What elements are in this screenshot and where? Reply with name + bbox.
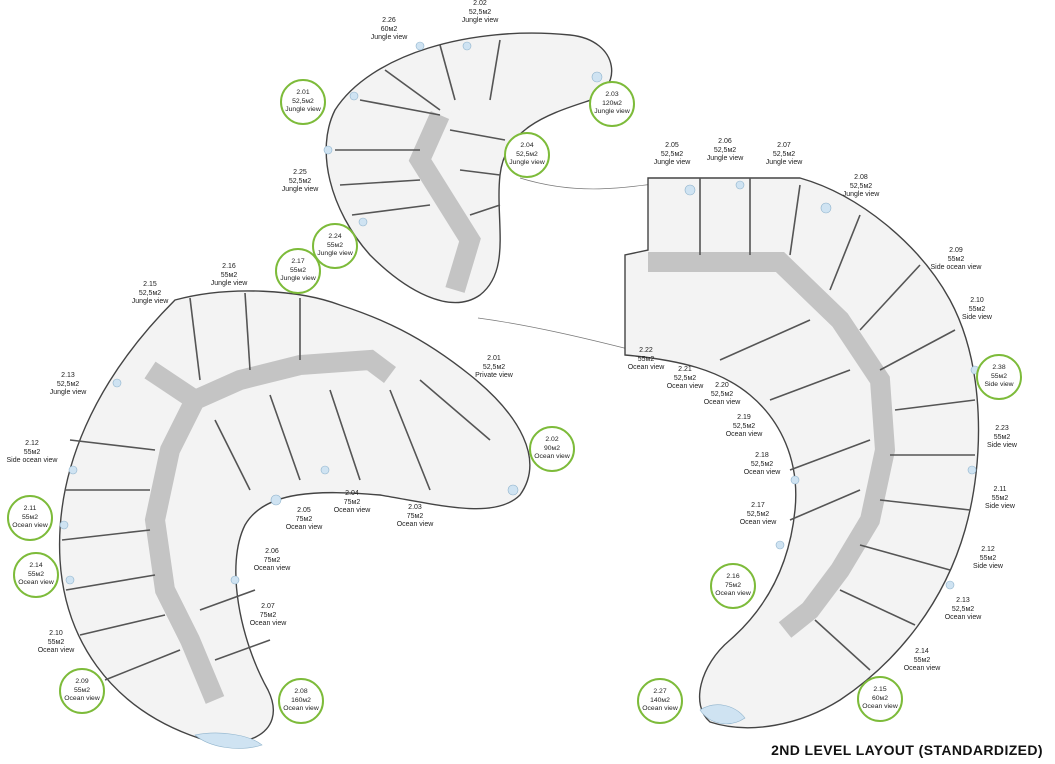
building-left-corridor bbox=[144, 349, 396, 704]
building-top-outline bbox=[325, 32, 613, 304]
building-right bbox=[624, 177, 980, 729]
building-right-outline bbox=[624, 177, 980, 729]
building-left bbox=[58, 290, 531, 749]
page-title: 2ND LEVEL LAYOUT (STANDARDIZED) bbox=[771, 742, 1043, 758]
building-right-corridor bbox=[648, 252, 896, 638]
building-top-corridor bbox=[408, 110, 481, 293]
building-top bbox=[323, 32, 613, 304]
